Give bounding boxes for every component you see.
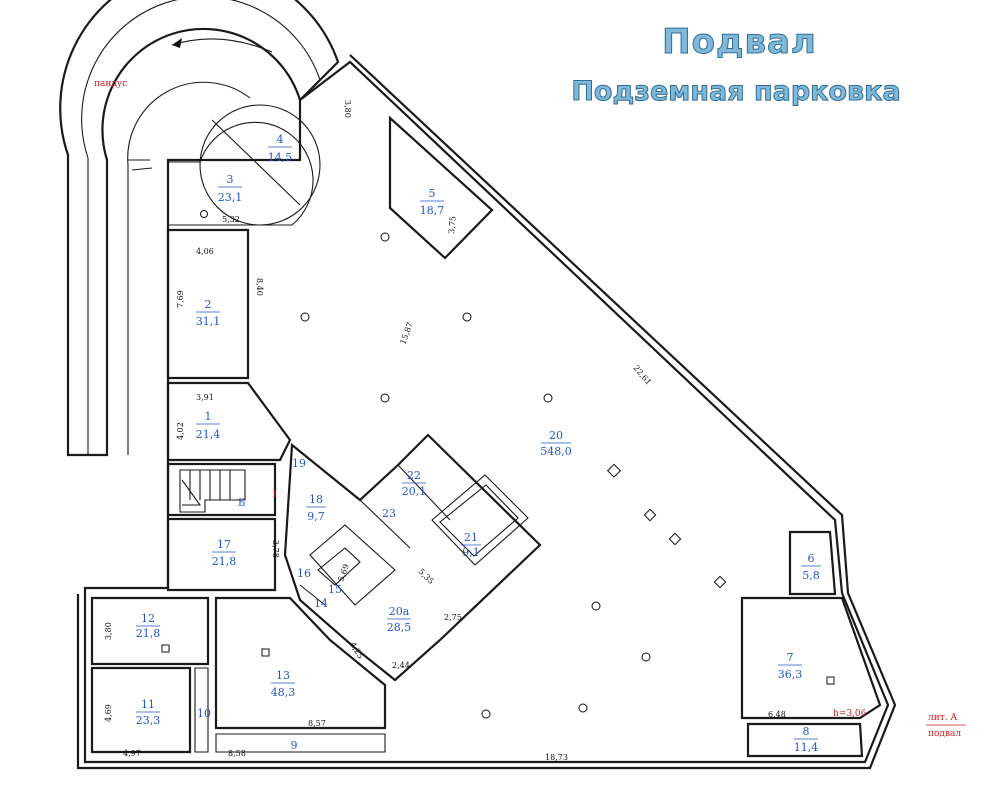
room-2-num: 2 <box>205 298 212 311</box>
dim-label: 4,97 <box>123 749 141 758</box>
room-16-num: 16 <box>297 567 311 580</box>
dim-label: 4,06 <box>196 247 214 256</box>
room-13-num: 13 <box>276 669 290 682</box>
room-13-area: 48,3 <box>271 686 296 699</box>
room-11-num: 11 <box>141 698 155 711</box>
room-15-num: 15 <box>328 583 342 596</box>
room-12-num: 12 <box>141 612 155 625</box>
room-4-num: 4 <box>277 133 284 146</box>
room-18-num: 18 <box>309 493 323 506</box>
dim-label: 3,78 <box>271 540 280 558</box>
room-17-num: 17 <box>217 538 231 551</box>
room-5-area: 18,7 <box>420 204 445 217</box>
page-subtitle: Подземная парковка <box>571 76 901 108</box>
stair-b <box>179 469 246 513</box>
dim-label: 6,48 <box>768 710 786 719</box>
dim-label: 4,02 <box>176 422 185 440</box>
room-6-num: 6 <box>808 552 815 565</box>
room-walls <box>90 104 882 758</box>
room-21-area: 9,1 <box>462 546 480 559</box>
room-8-num: 8 <box>803 725 810 738</box>
stair-mark: 1 <box>272 490 278 500</box>
dim-label: 5,35 <box>417 567 436 586</box>
room-20a-num: 20а <box>389 605 410 618</box>
room-11-area: 23,3 <box>136 714 161 727</box>
room-20-area: 548,0 <box>540 445 572 458</box>
room-17-area: 21,8 <box>212 555 237 568</box>
ramp <box>59 0 340 457</box>
dim-label: 5,32 <box>222 215 240 224</box>
room-1-area: 21,4 <box>196 428 221 441</box>
dim-label: 3,91 <box>196 393 214 402</box>
lit-label: лит. А <box>928 713 957 723</box>
dimension-labels: 3,80 5,32 3,75 4,06 7,69 8,40 15,87 22,6… <box>104 100 786 762</box>
dim-label: 7,69 <box>176 290 185 308</box>
room-3-num: 3 <box>227 173 234 186</box>
fraction-bars <box>136 146 821 740</box>
room-6-area: 5,8 <box>802 569 820 582</box>
room-5-num: 5 <box>429 187 436 200</box>
room-7-num: 7 <box>787 651 794 664</box>
room-labels: 1 21,4 2 31,1 3 23,1 4 14,5 5 18,7 6 5,8… <box>136 133 820 754</box>
dim-label: 8,58 <box>228 749 246 758</box>
dim-label: 3,80 <box>343 100 352 118</box>
height-label: h=3,06 <box>833 709 867 719</box>
dim-label: 3,80 <box>104 622 113 640</box>
dim-label: 8,40 <box>255 278 264 296</box>
ramp-label: пандус <box>94 79 127 89</box>
room-7-area: 36,3 <box>778 668 803 681</box>
room-12-area: 21,8 <box>136 627 161 640</box>
outer-walls <box>76 54 897 770</box>
room-21-num: 21 <box>464 531 478 544</box>
ramp-arrow <box>171 38 273 53</box>
room-20-num: 20 <box>549 429 563 442</box>
room-18-area: 9,7 <box>307 510 325 523</box>
room-22-num: 22 <box>407 469 421 482</box>
room-1-num: 1 <box>205 410 212 423</box>
dim-label: 18,73 <box>545 753 568 762</box>
floor-label: подвал <box>928 729 961 739</box>
room-3-area: 23,1 <box>218 191 243 204</box>
room-4-area: 14,5 <box>268 151 293 164</box>
room-23-num: 23 <box>382 507 396 520</box>
dim-label: 15,87 <box>398 321 414 346</box>
room-10-num: 10 <box>197 707 211 720</box>
room-19-num: 19 <box>292 457 306 470</box>
dim-label: 4,69 <box>104 704 113 722</box>
room-20a-area: 28,5 <box>387 621 412 634</box>
room-9-num: 9 <box>291 739 298 752</box>
room-2-area: 31,1 <box>196 315 221 328</box>
dim-label: 2,75 <box>444 613 462 622</box>
dim-label: 22,61 <box>631 364 653 387</box>
stair-label: Б <box>238 498 245 509</box>
room-8-area: 11,4 <box>794 741 819 754</box>
page-title: Подвал <box>662 22 817 63</box>
room-14-num: 14 <box>314 597 328 610</box>
dim-label: 2,44 <box>392 661 410 670</box>
dim-label: 3,75 <box>447 216 458 235</box>
columns <box>161 210 835 719</box>
dim-label: 8,57 <box>308 719 326 728</box>
room-22-area: 20,1 <box>402 485 427 498</box>
